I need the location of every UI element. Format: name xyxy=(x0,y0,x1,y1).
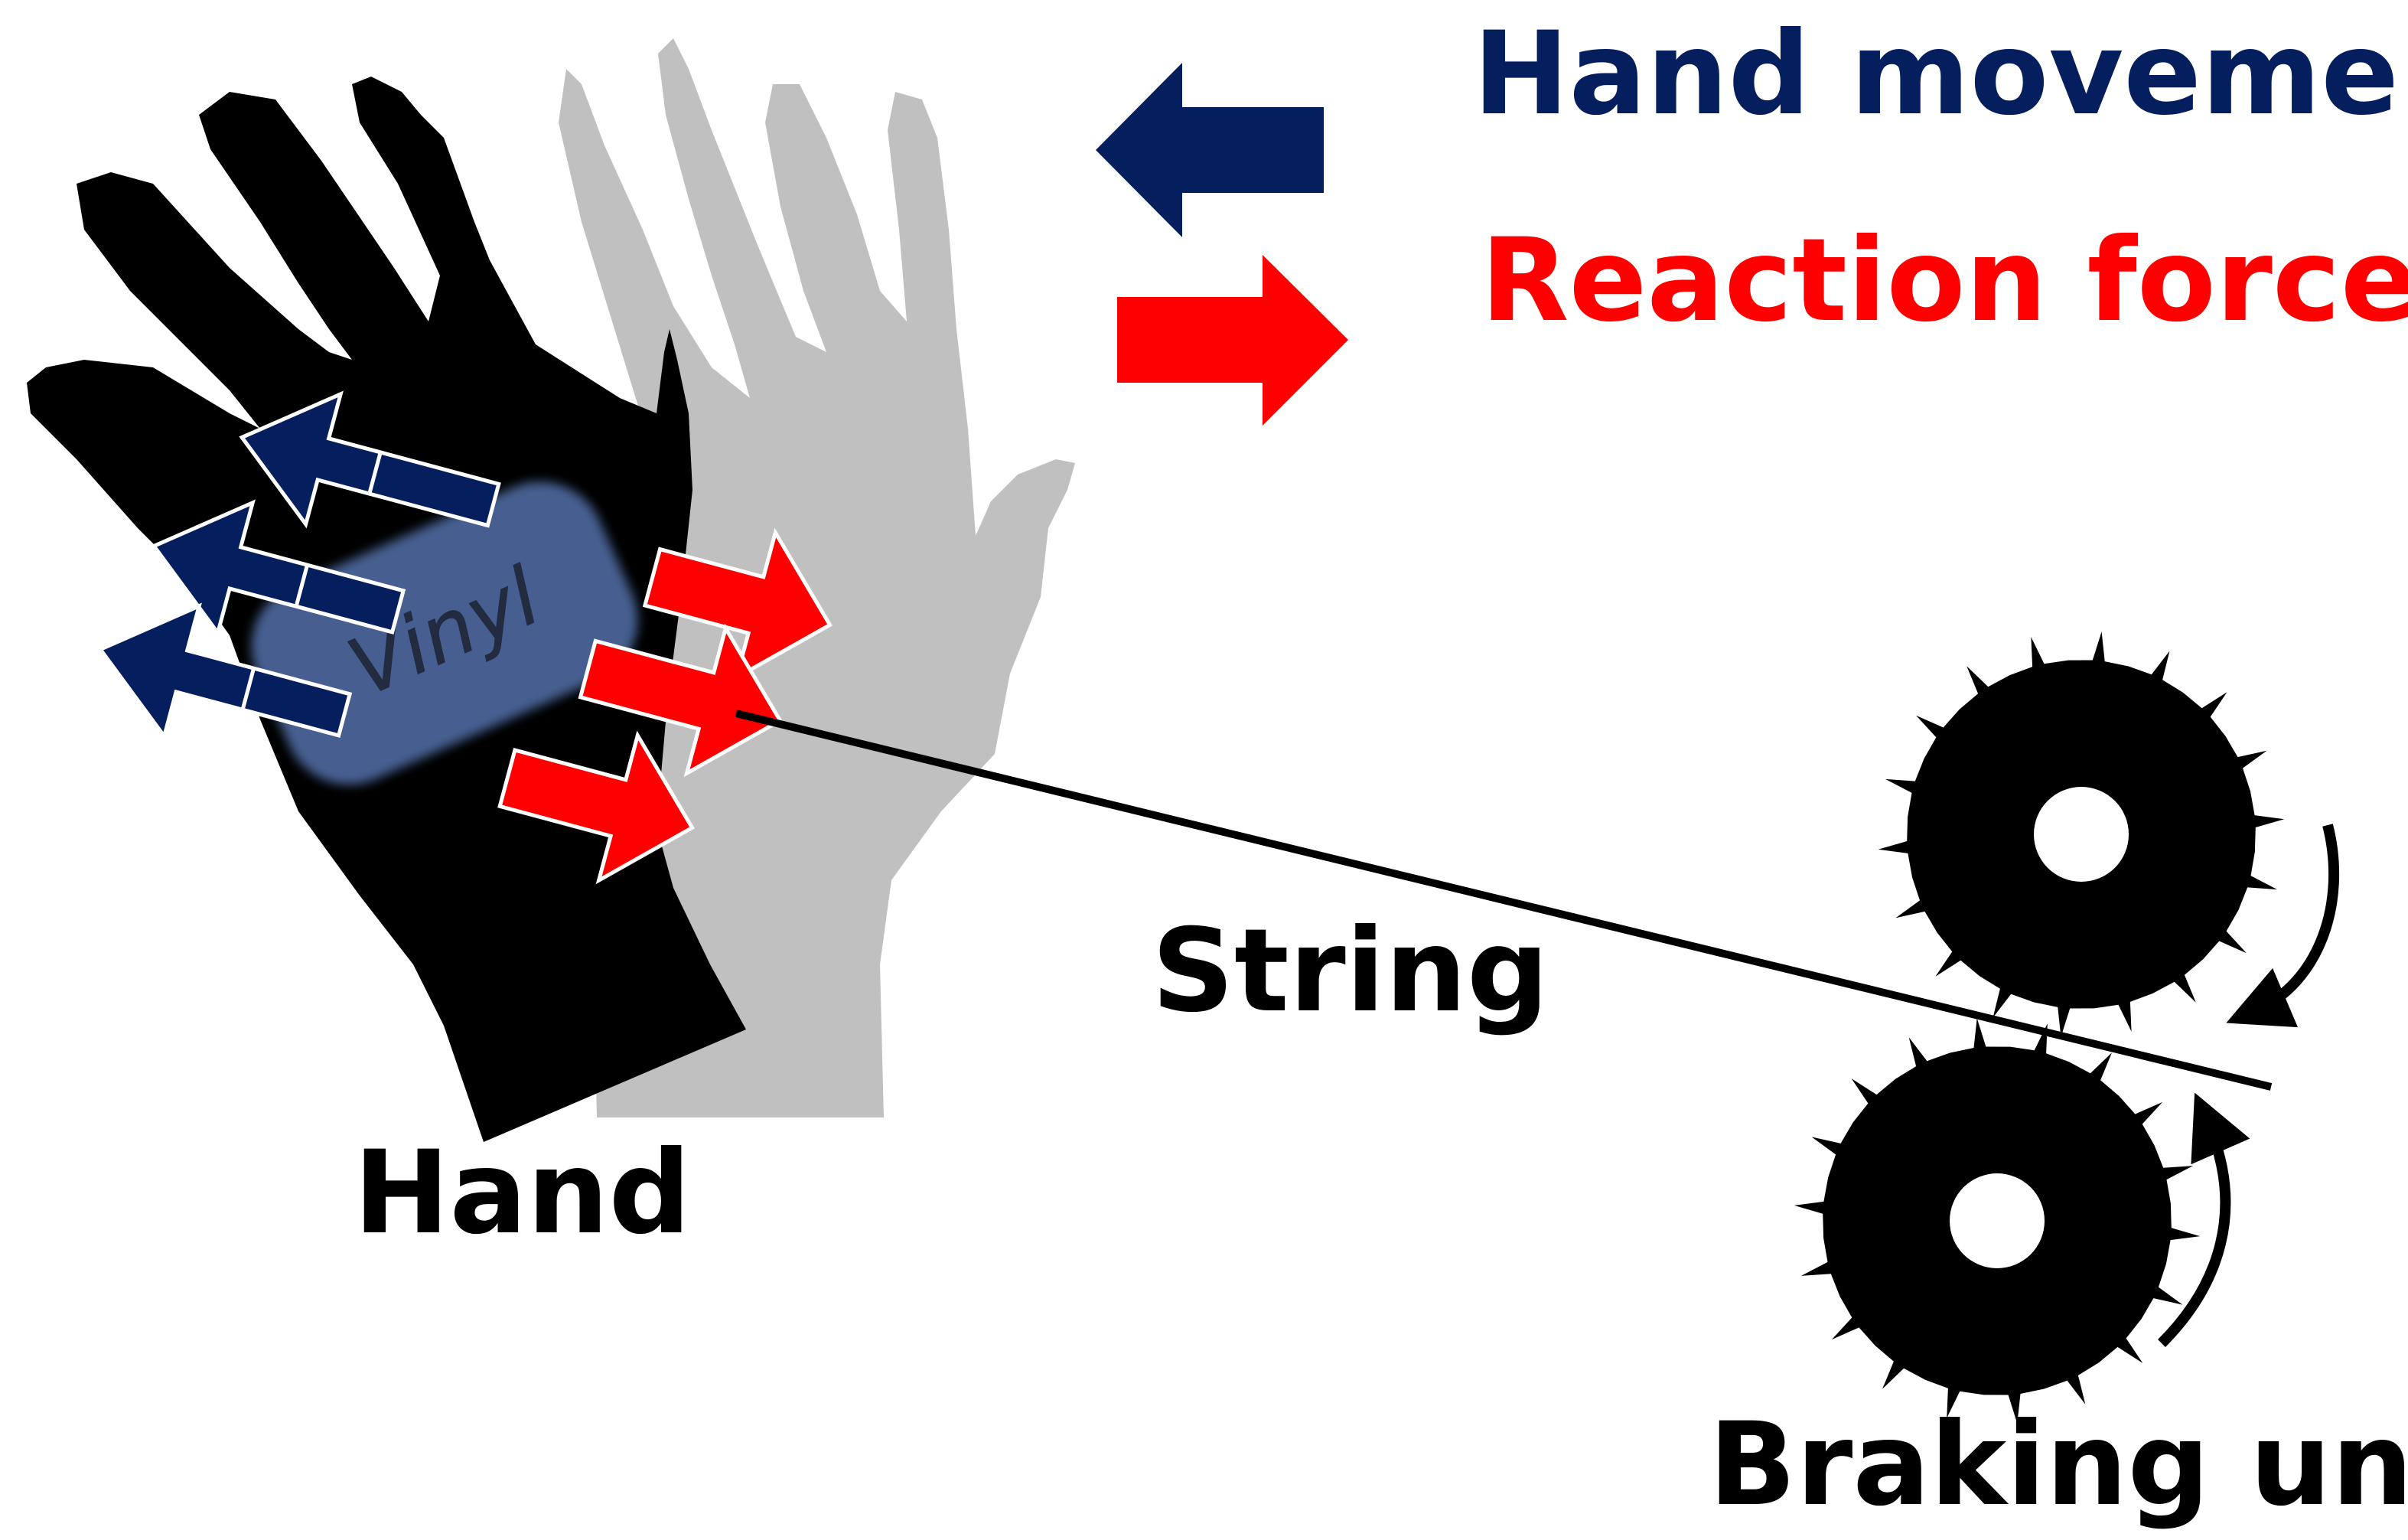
hand-movement-arrow xyxy=(97,602,353,741)
reaction-force-arrows xyxy=(497,527,833,885)
gear-hole xyxy=(1950,1173,2045,1268)
curved-arrow-icon xyxy=(2226,824,2340,1028)
string xyxy=(735,710,2273,1091)
legend-reaction-force-label: Reaction force xyxy=(1481,214,2408,347)
string-label: String xyxy=(1152,905,1549,1038)
vinyl-pad xyxy=(251,481,638,785)
legend-hand-movement-label: Hand movement xyxy=(1473,8,2408,141)
reaction-force-arrow xyxy=(642,527,833,682)
legend-hand-movement-arrow xyxy=(1096,63,1324,237)
gear-icon xyxy=(1878,631,2285,1037)
reaction-force-arrow xyxy=(578,623,783,778)
ghost-hand-icon xyxy=(559,38,1075,1117)
reaction-force-arrow xyxy=(497,730,695,885)
gear-hole xyxy=(2034,787,2129,882)
hand-movement-arrow xyxy=(151,499,406,638)
hand-movement-arrows xyxy=(97,390,501,741)
hand-label: Hand xyxy=(354,1127,691,1260)
legend-reaction-force-arrow xyxy=(1117,255,1348,426)
vinyl-patch: Vinyl xyxy=(251,481,638,785)
braking-unit-label: Braking unit xyxy=(1709,1398,2408,1532)
curved-arrow-icon xyxy=(2158,1092,2250,1347)
hand-movement-arrow xyxy=(239,390,501,529)
gear-icon xyxy=(1794,1018,2201,1424)
